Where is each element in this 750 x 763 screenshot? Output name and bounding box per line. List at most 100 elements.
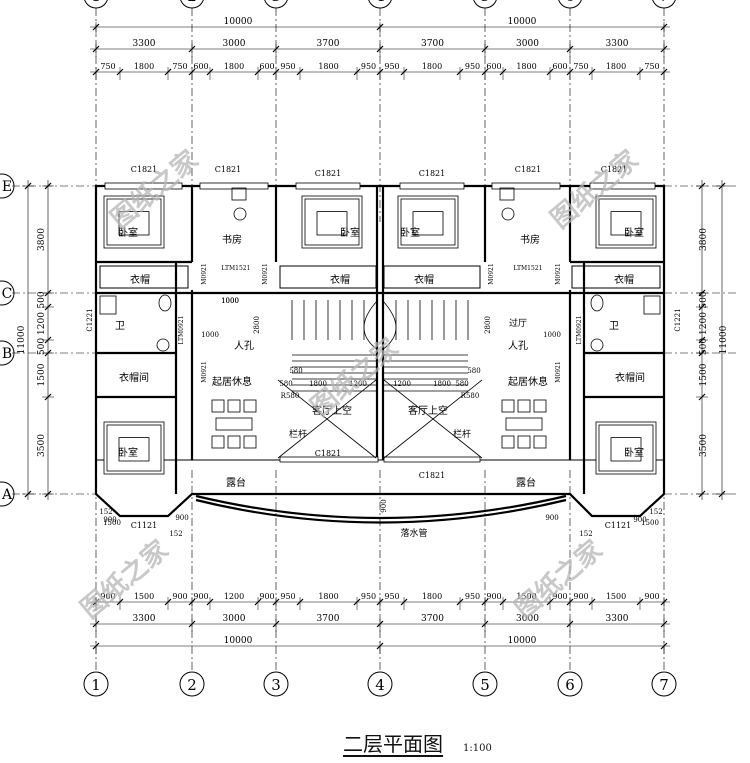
dim-text-bottom-bay: 3700 <box>421 614 444 624</box>
dim-text-top-total: 10000 <box>508 17 537 27</box>
dim-text-top-detail: 750 <box>100 62 115 71</box>
axis-bubble <box>263 671 289 697</box>
window-c1821 <box>491 182 561 190</box>
dim-text-misc: 152 <box>579 530 592 538</box>
dim-text-bottom-detail: 900 <box>259 592 274 601</box>
dim-text-top-detail: 1800 <box>224 62 244 71</box>
dim-text-top-bay: 3700 <box>317 39 340 49</box>
pillow <box>412 211 444 236</box>
window-c1821 <box>104 182 183 190</box>
axis-bubble <box>367 671 393 697</box>
dim-text-right-part: 1200 <box>699 312 709 335</box>
room-lounge: 起居休息 <box>508 375 548 388</box>
desk-chair <box>501 207 515 221</box>
room-terrace: 露台 <box>516 476 536 489</box>
dim-text-left-part: 1200 <box>37 312 47 335</box>
bed-inner <box>304 198 360 246</box>
window-tag: C1821 <box>515 165 541 174</box>
room-wardrobe-room: 衣帽间 <box>615 371 645 384</box>
terrace-rail <box>195 498 567 524</box>
armchair <box>211 399 225 413</box>
armchair <box>517 399 531 413</box>
coffee-table <box>505 417 543 431</box>
wardrobe-box <box>99 265 189 289</box>
desk <box>231 187 247 201</box>
door-tag: M0921 <box>488 263 495 284</box>
toilet <box>158 294 172 312</box>
door-tag: M0921 <box>262 263 269 284</box>
room-wardrobe: 衣帽 <box>130 273 150 286</box>
dim-text-bottom-detail: 1800 <box>422 592 442 601</box>
dim-text-bottom-detail: 950 <box>465 592 480 601</box>
axis-bubble <box>179 671 205 697</box>
room-bedroom: 卧室 <box>624 226 644 239</box>
dim-text-misc: 152 <box>169 530 182 538</box>
axis-bubble <box>180 0 204 9</box>
room-bedroom: 卧室 <box>340 226 360 239</box>
door-tag: LTM0921 <box>576 316 583 345</box>
dim-text-misc: 1800 <box>309 380 327 388</box>
dim-text-bottom-detail: 1500 <box>516 592 536 601</box>
dim-text-top-detail: 600 <box>259 62 274 71</box>
window-tag: C1821 <box>315 169 341 178</box>
dim-text-right-part: 500 <box>699 291 709 308</box>
desk-chair <box>233 207 247 221</box>
armchair <box>243 399 257 413</box>
door-tag: M0921 <box>201 361 208 382</box>
wardrobe-box <box>571 265 661 289</box>
bed-inner <box>598 198 654 246</box>
void-cross <box>383 379 483 459</box>
room-bedroom: 卧室 <box>624 446 644 459</box>
coffee-table <box>215 417 253 431</box>
dim-text-left-part: 3800 <box>37 228 47 251</box>
room-bedroom: 卧室 <box>400 226 420 239</box>
dim-text-misc: 900 <box>633 516 646 524</box>
dim-text-bottom-total: 10000 <box>224 636 253 646</box>
room-study: 书房 <box>222 233 242 246</box>
axis-label-left: B <box>2 346 12 362</box>
axis-label-bottom: 7 <box>659 676 669 694</box>
drainpipe-label: 落水管 <box>400 527 427 539</box>
dim-text-top-detail: 950 <box>280 62 295 71</box>
window-tag: C1821 <box>419 471 445 480</box>
wash-basin <box>590 338 604 352</box>
axis-bubble <box>558 0 582 9</box>
exterior-wall <box>94 184 666 518</box>
dim-text-bottom-bay: 3000 <box>516 614 539 624</box>
door-tag: M0921 <box>555 361 562 382</box>
window-tag: C1221 <box>86 308 94 331</box>
window-c1821 <box>399 182 465 190</box>
bed-inner <box>598 424 654 472</box>
axis-bubble <box>368 0 392 9</box>
dim-text-top-detail: 950 <box>384 62 399 71</box>
terrace-rail <box>195 494 567 520</box>
dim-text-misc: 580 <box>289 367 302 375</box>
axis-bubble <box>472 671 498 697</box>
dim-text-top-total: 10000 <box>224 17 253 27</box>
door-tag: M0921 <box>201 263 208 284</box>
dim-text-left-total: 11000 <box>17 325 27 354</box>
axis-bubble <box>651 671 677 697</box>
dim-text-misc: 152 <box>649 508 662 516</box>
watermark-text: 图纸之家 <box>509 534 609 625</box>
window-tag: C1221 <box>674 308 682 331</box>
drawing-title: 二层平面图 <box>343 732 443 757</box>
dim-text-top-detail: 950 <box>361 62 376 71</box>
axis-bubble <box>0 481 15 507</box>
dim-text-left-part: 3500 <box>37 434 47 457</box>
bed <box>595 421 657 475</box>
armchair <box>227 435 241 449</box>
dim-text-top-detail: 750 <box>172 62 187 71</box>
pillow <box>610 211 642 236</box>
dim-text-right-part: 3500 <box>699 434 709 457</box>
axis-bubble <box>652 0 676 9</box>
axis-bubble <box>264 0 288 9</box>
window-tag: C1121 <box>605 521 631 530</box>
dim-text-top-detail: 1800 <box>516 62 536 71</box>
bed <box>103 195 165 249</box>
axis-bubble <box>0 173 15 199</box>
bed <box>397 195 459 249</box>
window-tag: C1821 <box>131 165 157 174</box>
dim-text-top-detail: 750 <box>644 62 659 71</box>
pillow <box>316 211 348 236</box>
